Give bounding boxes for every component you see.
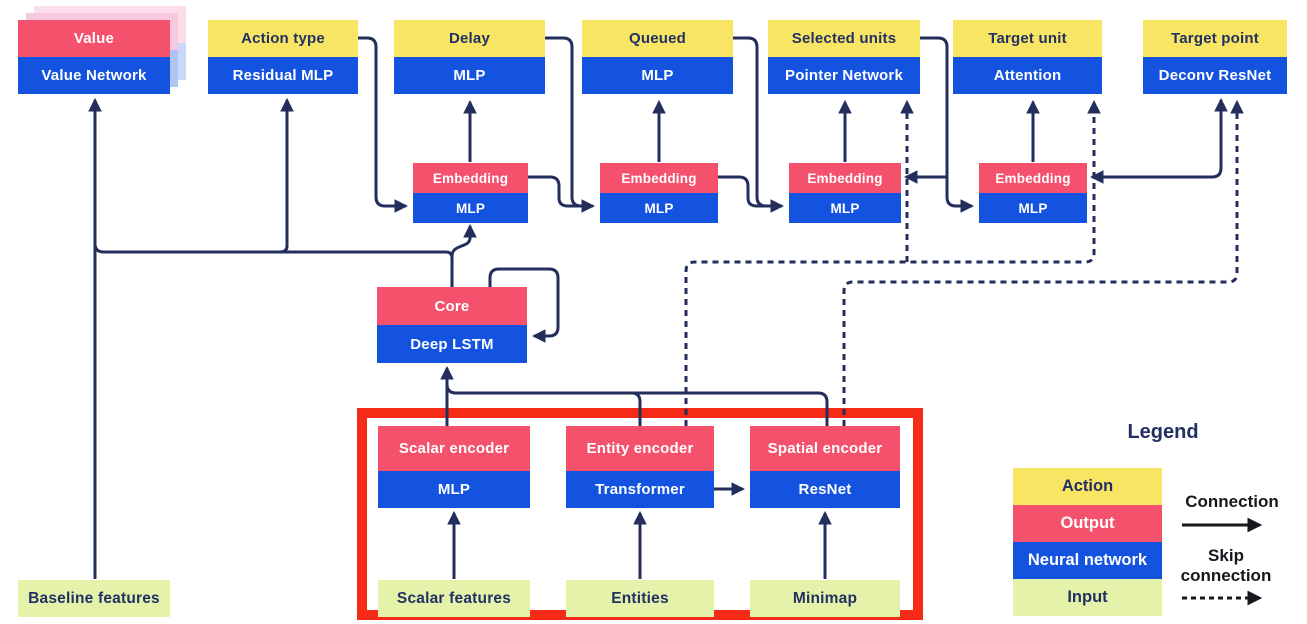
wire-core-to-embedding1 [450, 223, 477, 287]
input-entities: Entities [566, 580, 714, 617]
node-entity-encoder: Entity encoder Transformer [566, 426, 714, 508]
wire-embedding4-to-target-point [1089, 97, 1228, 184]
embedding1-network-label: MLP [413, 193, 528, 223]
legend-connection-label: Connection [1185, 492, 1279, 511]
delay-network-label: MLP [394, 57, 545, 94]
embedding4-output-label: Embedding [979, 163, 1087, 193]
action-type-action-label: Action type [208, 20, 358, 57]
input-scalar-features: Scalar features [378, 580, 530, 617]
wire-core-fanout-horizontal [93, 243, 454, 259]
wire-embedding1-to-embedding2 [528, 175, 585, 208]
wire-embedding2-to-embedding3 [718, 175, 774, 208]
input-baseline-features: Baseline features [18, 580, 170, 617]
embedding4-network-label: MLP [979, 193, 1087, 223]
core-network-label: Deep LSTM [377, 325, 527, 363]
selected-units-network-label: Pointer Network [768, 57, 920, 94]
delay-action-label: Delay [394, 20, 545, 57]
selected-units-action-label: Selected units [768, 20, 920, 57]
scalar-encoder-network-label: MLP [378, 471, 530, 508]
legend-item-neural-network: Neural network [1013, 542, 1162, 579]
target-point-network-label: Deconv ResNet [1143, 57, 1287, 94]
node-embedding3: Embedding MLP [789, 163, 901, 223]
wire-core-to-action-type [279, 97, 294, 254]
skip-spatial-encoder-to-target-point [842, 99, 1244, 426]
node-value: Value Value Network [18, 20, 170, 94]
entity-encoder-output-label: Entity encoder [566, 426, 714, 471]
embedding2-network-label: MLP [600, 193, 718, 223]
legend-skip-line2: connection [1180, 565, 1272, 585]
node-scalar-encoder: Scalar encoder MLP [378, 426, 530, 508]
node-queued: Queued MLP [582, 20, 733, 94]
value-network-label: Value Network [18, 57, 170, 94]
node-embedding1: Embedding MLP [413, 163, 528, 223]
node-embedding2: Embedding MLP [600, 163, 718, 223]
wire-selected-units-to-embedding4 [920, 36, 975, 213]
core-output-label: Core [377, 287, 527, 325]
entity-encoder-network-label: Transformer [566, 471, 714, 508]
node-target-unit: Target unit Attention [953, 20, 1102, 94]
legend-title: Legend [1127, 421, 1199, 443]
node-action-type: Action type Residual MLP [208, 20, 358, 94]
node-delay: Delay MLP [394, 20, 545, 94]
wire-action-type-to-embedding1 [358, 36, 409, 213]
legend-item-input: Input [1013, 579, 1162, 616]
node-core: Core Deep LSTM [377, 287, 527, 363]
embedding2-output-label: Embedding [600, 163, 718, 193]
spatial-encoder-output-label: Spatial encoder [750, 426, 900, 471]
node-selected-units: Selected units Pointer Network [768, 20, 920, 94]
queued-network-label: MLP [582, 57, 733, 94]
target-unit-network-label: Attention [953, 57, 1102, 94]
node-embedding4: Embedding MLP [979, 163, 1087, 223]
spatial-encoder-network-label: ResNet [750, 471, 900, 508]
input-minimap: Minimap [750, 580, 900, 617]
action-type-network-label: Residual MLP [208, 57, 358, 94]
embedding3-output-label: Embedding [789, 163, 901, 193]
skip-connections [684, 99, 1244, 426]
wire-encoders-merge-horizontal [445, 383, 829, 426]
scalar-encoder-output-label: Scalar encoder [378, 426, 530, 471]
legend-skip-connection-label: Skip connection [1156, 546, 1296, 585]
value-output-label: Value [18, 20, 170, 57]
embedding3-network-label: MLP [789, 193, 901, 223]
wire-core-recurrent-loop [488, 267, 560, 343]
target-point-action-label: Target point [1143, 20, 1287, 57]
node-spatial-encoder: Spatial encoder ResNet [750, 426, 900, 508]
skip-entity-encoder-to-target-unit [684, 99, 1101, 426]
legend-item-action: Action [1013, 468, 1162, 505]
legend-skip-line1: Skip [1208, 546, 1244, 565]
legend-arrows [1182, 517, 1263, 606]
legend-item-output: Output [1013, 505, 1162, 542]
embedding1-output-label: Embedding [413, 163, 528, 193]
solid-connections [88, 36, 1228, 579]
node-target-point: Target point Deconv ResNet [1143, 20, 1287, 94]
target-unit-action-label: Target unit [953, 20, 1102, 57]
queued-action-label: Queued [582, 20, 733, 57]
wire-entity-encoder-branch [626, 391, 642, 426]
legend-color-key: Action Output Neural network Input [1013, 468, 1162, 616]
